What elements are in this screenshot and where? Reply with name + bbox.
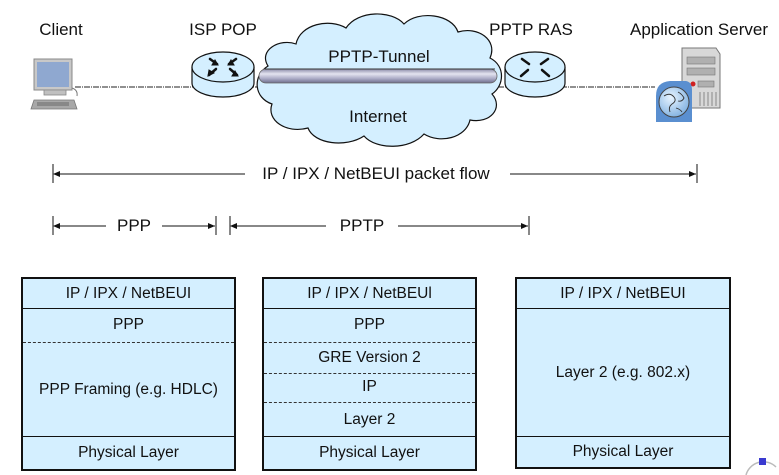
layer-divider <box>23 342 234 343</box>
stack-layer: PPP <box>353 316 385 333</box>
layer-divider <box>264 342 475 343</box>
application-server-icon <box>656 47 721 122</box>
network-diagram <box>30 13 721 235</box>
stack-layer: Layer 2 (e.g. 802.x) <box>555 363 691 381</box>
isp-pop-label: ISP POP <box>189 20 257 39</box>
pptp-ras-router-icon <box>504 51 566 98</box>
pptp-arrow <box>229 216 530 235</box>
layer-divider <box>515 308 731 309</box>
stack-layer: IP / IPX / NetBEUI <box>65 284 192 302</box>
stack-layer: Physical Layer <box>319 444 420 461</box>
stack-layer: PPP <box>112 316 144 333</box>
layer-divider <box>262 436 477 437</box>
application-server-label: Application Server <box>630 20 768 39</box>
packet-flow-arrow <box>52 164 698 183</box>
layer-divider <box>264 402 475 403</box>
isp-pop-router-icon <box>191 51 255 98</box>
stack-layer: Physical Layer <box>78 444 179 461</box>
stack-layer: Layer 2 <box>343 410 396 428</box>
layer-divider <box>515 436 731 437</box>
ppp-arrow <box>52 216 217 235</box>
internet-label: Internet <box>349 107 407 126</box>
pptp-flow-label: PPTP <box>333 216 391 236</box>
stack-layer: GRE Version 2 <box>318 348 421 366</box>
pptp-tunnel <box>258 68 498 84</box>
layer-divider <box>262 308 477 309</box>
slide-nav-icon[interactable] <box>740 455 779 475</box>
stack-layer: IP / IPX / NetBEUl <box>307 284 432 302</box>
client-computer-icon <box>30 58 78 110</box>
stack-layer: Physical Layer <box>572 443 674 460</box>
client-protocol-stack: IP / IPX / NetBEUI PPP PPP Framing (e.g.… <box>21 277 236 471</box>
tunnel-protocol-stack: IP / IPX / NetBEUl PPP GRE Version 2 IP … <box>262 277 477 471</box>
pptp-tunnel-label: PPTP-Tunnel <box>328 47 430 66</box>
ppp-flow-label: PPP <box>110 216 158 236</box>
server-protocol-stack: IP / IPX / NetBEUI Layer 2 (e.g. 802.x) … <box>515 277 731 469</box>
stack-layer: PPP Framing (e.g. HDLC) <box>39 380 218 398</box>
stack-layer: IP <box>362 378 377 395</box>
packet-flow-label: IP / IPX / NetBEUI packet flow <box>256 164 496 184</box>
pptp-ras-label: PPTP RAS <box>489 20 573 39</box>
stack-layer: IP / IPX / NetBEUI <box>560 284 686 302</box>
layer-divider <box>264 373 475 374</box>
layer-divider <box>21 308 236 309</box>
layer-divider <box>21 436 236 437</box>
client-label: Client <box>39 20 83 39</box>
